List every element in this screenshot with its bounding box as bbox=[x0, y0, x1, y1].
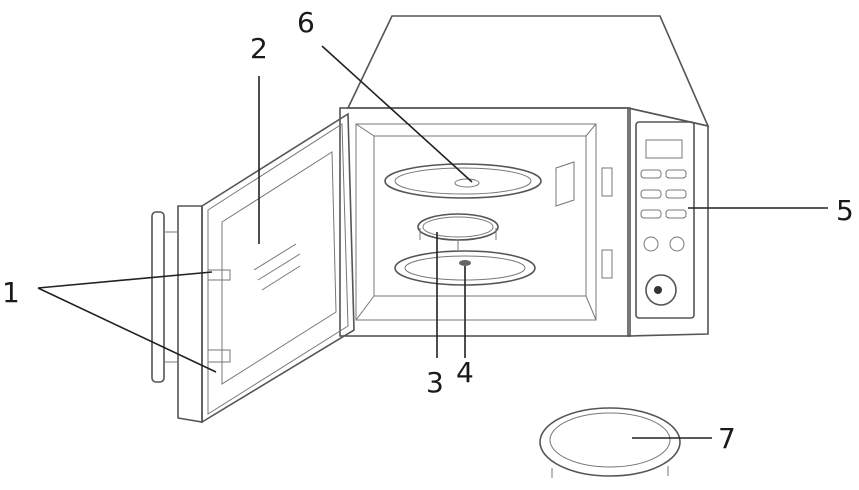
grill-plate bbox=[384, 163, 542, 199]
control-panel bbox=[635, 121, 695, 319]
door-window bbox=[221, 151, 337, 385]
callout-7: 7 bbox=[718, 422, 736, 455]
callout-2: 2 bbox=[250, 32, 268, 65]
leader-lines bbox=[37, 45, 828, 439]
panel-button[interactable] bbox=[640, 169, 662, 179]
callout-5: 5 bbox=[836, 194, 854, 227]
control-dial-center bbox=[654, 286, 662, 294]
control-panel-frame bbox=[635, 121, 695, 319]
panel-round-button[interactable] bbox=[643, 236, 659, 252]
latch-slot-lower bbox=[601, 249, 613, 279]
callout-3: 3 bbox=[426, 366, 444, 399]
door-hook-lower bbox=[207, 349, 231, 363]
panel-button[interactable] bbox=[640, 189, 662, 199]
callout-1: 1 bbox=[2, 276, 20, 309]
leader-1a bbox=[37, 271, 213, 289]
leader-1b bbox=[37, 287, 217, 373]
door-edge bbox=[177, 205, 203, 423]
panel-button[interactable] bbox=[665, 189, 687, 199]
roller-ring bbox=[417, 213, 499, 250]
panel-button[interactable] bbox=[665, 169, 687, 179]
callout-6: 6 bbox=[297, 6, 315, 39]
turntable-coupler bbox=[459, 260, 471, 266]
callout-4: 4 bbox=[456, 356, 474, 389]
cavity-outer bbox=[355, 123, 597, 321]
door-face bbox=[201, 112, 355, 424]
display-screen bbox=[645, 139, 683, 159]
door-hook-upper bbox=[207, 269, 231, 281]
microwave-top bbox=[346, 15, 710, 128]
latch-slot-upper bbox=[601, 167, 613, 197]
callout-numbers: 1 2 3 4 5 6 7 bbox=[2, 6, 854, 455]
leader-6 bbox=[321, 45, 473, 183]
panel-buttons bbox=[640, 169, 687, 252]
door-handle[interactable] bbox=[151, 211, 165, 383]
microwave-front-frame bbox=[339, 107, 631, 337]
microwave-body bbox=[339, 15, 710, 337]
microwave-side bbox=[627, 107, 709, 337]
panel-round-button[interactable] bbox=[669, 236, 685, 252]
support-ring bbox=[539, 407, 681, 478]
microwave-door bbox=[151, 112, 355, 424]
control-dial[interactable] bbox=[645, 274, 677, 306]
panel-button[interactable] bbox=[640, 209, 662, 219]
panel-button[interactable] bbox=[665, 209, 687, 219]
cavity-vent bbox=[555, 161, 575, 207]
